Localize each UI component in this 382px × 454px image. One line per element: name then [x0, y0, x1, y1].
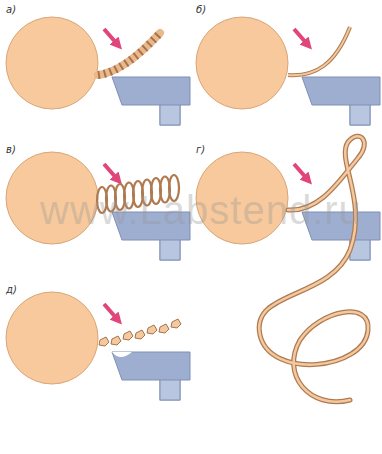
panel-letter: в)	[6, 144, 16, 155]
panel-g	[196, 136, 380, 401]
panel-b	[196, 17, 380, 125]
panel-letter: а)	[6, 4, 16, 15]
panel-letter: г)	[196, 144, 205, 155]
panel-d	[6, 292, 190, 400]
panel-a	[6, 17, 190, 125]
watermark: www.Labstend.ru	[40, 188, 362, 233]
panel-letter: б)	[196, 4, 206, 15]
panel-letter: д)	[6, 284, 17, 295]
